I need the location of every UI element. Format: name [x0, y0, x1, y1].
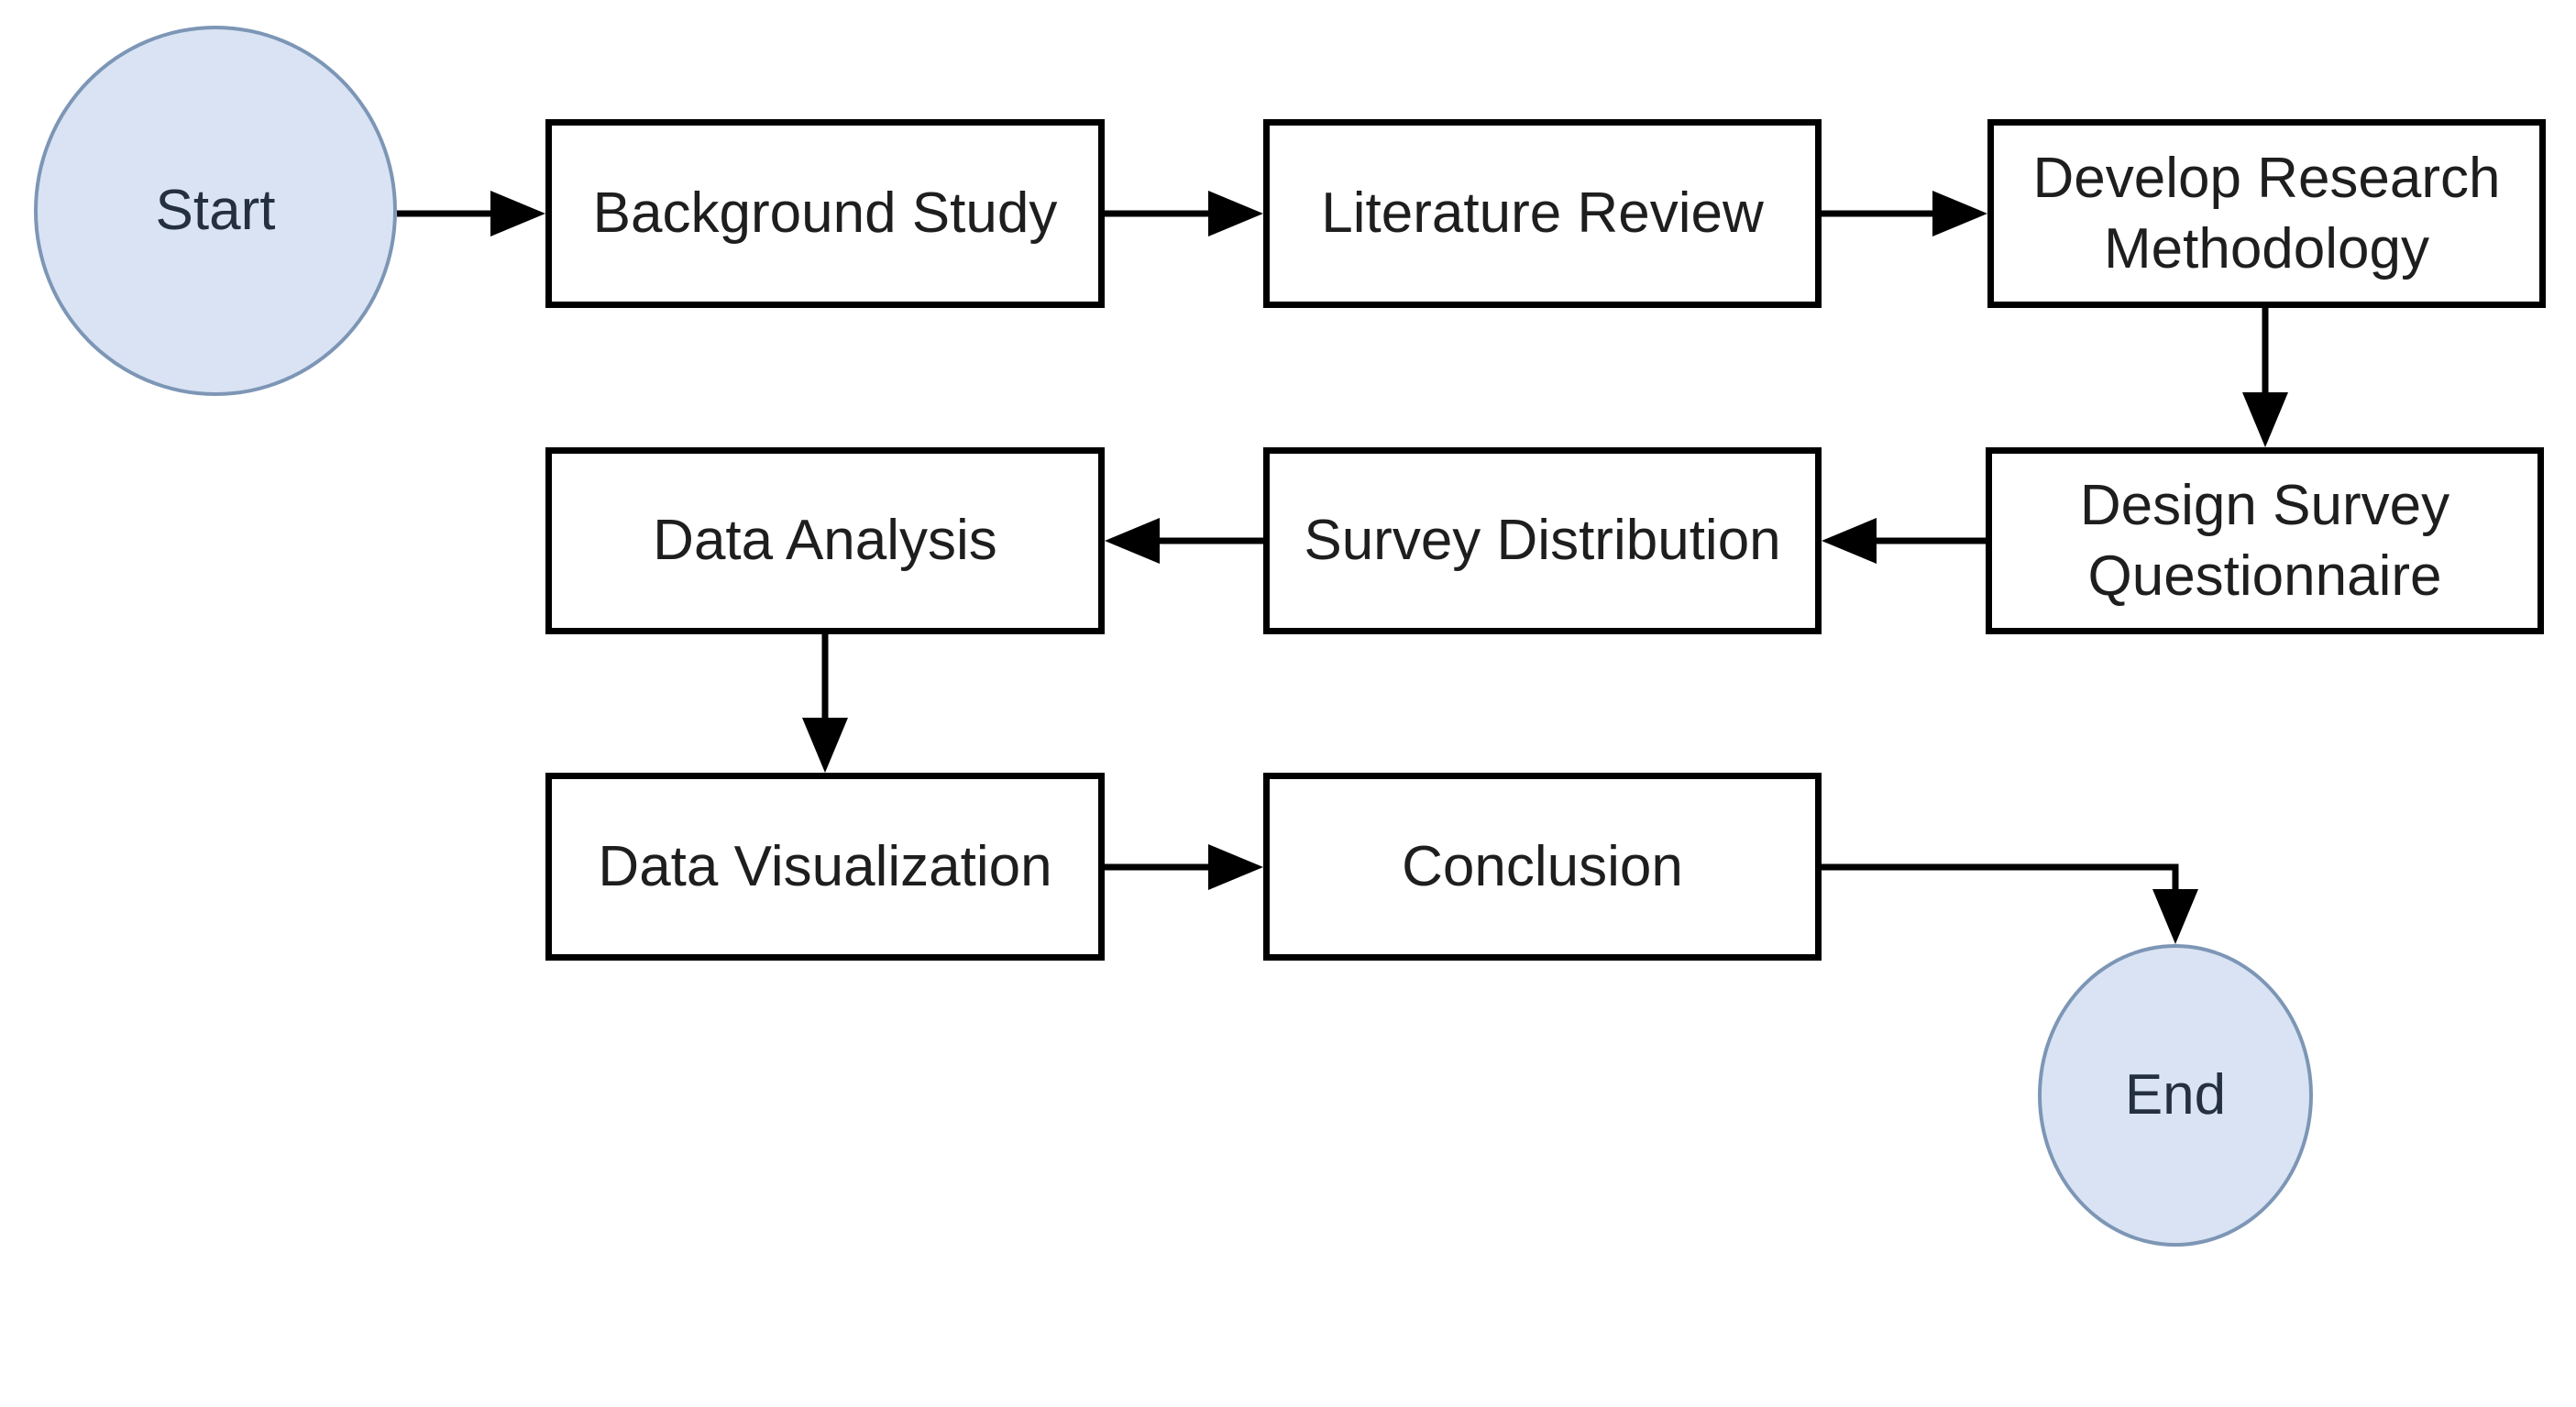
- arrow-data-visualization-to-conclusion: [1105, 844, 1263, 890]
- node-start: Start: [34, 26, 397, 396]
- node-develop-research-methodology-label: Develop Research Methodology: [2032, 146, 2501, 281]
- arrow-background-study-to-literature-review: [1105, 191, 1263, 236]
- node-conclusion-label: Conclusion: [1402, 834, 1683, 898]
- node-end-label: End: [2124, 1063, 2227, 1127]
- arrow-develop-research-methodology-to-design-survey-questionnaire: [2242, 308, 2288, 447]
- node-background-study: Background Study: [545, 119, 1105, 308]
- node-survey-distribution: Survey Distribution: [1263, 447, 1822, 634]
- node-data-analysis: Data Analysis: [545, 447, 1105, 634]
- node-survey-distribution-label: Survey Distribution: [1304, 509, 1781, 573]
- arrow-conclusion-to-end: [1822, 863, 2198, 944]
- node-end: End: [2038, 944, 2313, 1247]
- node-design-survey-questionnaire: Design Survey Questionnaire: [1986, 447, 2544, 634]
- node-data-analysis-label: Data Analysis: [653, 509, 997, 573]
- node-data-visualization-label: Data Visualization: [598, 834, 1052, 898]
- node-design-survey-questionnaire-label: Design Survey Questionnaire: [2079, 473, 2450, 609]
- arrow-survey-distribution-to-data-analysis: [1105, 518, 1263, 564]
- arrow-design-survey-questionnaire-to-survey-distribution: [1822, 518, 1987, 564]
- arrow-data-analysis-to-data-visualization: [802, 634, 848, 773]
- node-conclusion: Conclusion: [1263, 773, 1822, 961]
- node-develop-research-methodology: Develop Research Methodology: [1987, 119, 2546, 308]
- node-start-label: Start: [155, 179, 276, 243]
- node-data-visualization: Data Visualization: [545, 773, 1105, 961]
- node-literature-review-label: Literature Review: [1321, 181, 1764, 246]
- arrow-start-to-background-study: [397, 191, 545, 236]
- arrow-literature-review-to-develop-research-methodology: [1822, 191, 1987, 236]
- node-literature-review: Literature Review: [1263, 119, 1822, 308]
- node-background-study-label: Background Study: [592, 181, 1058, 246]
